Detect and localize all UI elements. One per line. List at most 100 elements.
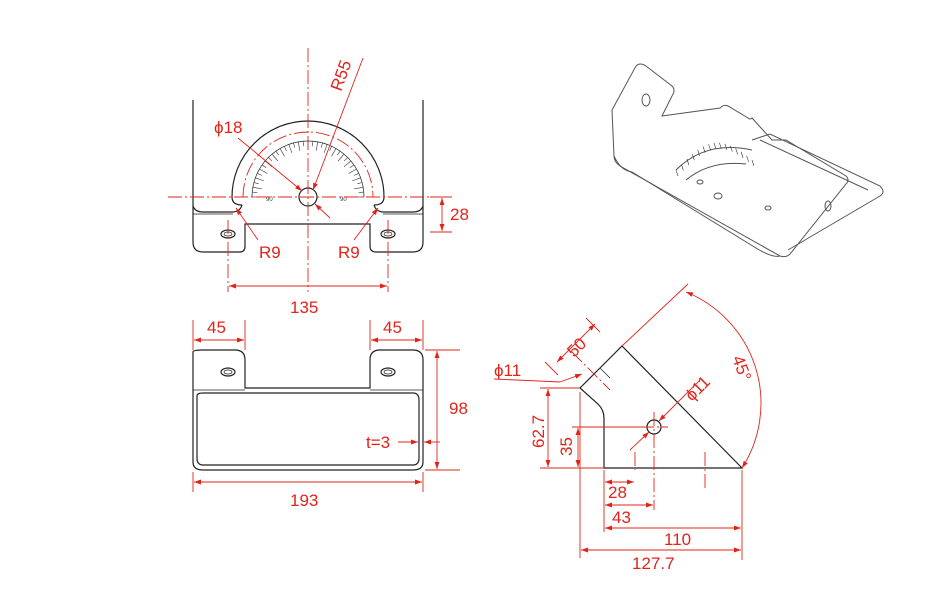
scale-tick	[293, 142, 296, 148]
iso-scale-tick	[697, 149, 700, 156]
scale-tick	[275, 150, 279, 156]
dim-t3-label: t=3	[366, 433, 390, 452]
side-view: 50 ϕ11 ϕ11 45° 62.7 35 28 43 110	[493, 283, 762, 573]
iso-hole-right	[824, 200, 832, 212]
iso-scale-tick	[719, 142, 722, 149]
scale-tick	[349, 164, 355, 168]
isometric-view	[611, 63, 884, 258]
dim-28-label: 28	[450, 205, 469, 224]
r9-left-leader	[235, 207, 259, 241]
iso-hole-center	[713, 192, 723, 200]
scale-tick	[357, 182, 363, 185]
scale-tick	[354, 187, 364, 190]
phi11-slot-leader	[493, 378, 561, 383]
scale-tick	[284, 146, 287, 151]
side-view-inner-edge	[599, 367, 611, 379]
front-view-scale-label-left: 90	[266, 197, 273, 203]
scale-tick	[312, 141, 314, 147]
r9-right-leader	[353, 207, 379, 241]
scale-tick	[253, 182, 259, 185]
front-view-outline	[192, 100, 424, 253]
iso-scale-tick	[686, 158, 690, 166]
front-view-flange-left	[192, 204, 243, 213]
scale-tick	[358, 191, 364, 193]
angle-45-label: 45°	[728, 353, 755, 384]
r9-right-label: R9	[338, 243, 360, 262]
top-view-outline	[192, 349, 424, 471]
iso-flange-right	[751, 133, 884, 251]
front-view-flange-right	[373, 204, 424, 213]
iso-scale-ticks	[675, 142, 755, 177]
phi11-slot-label: ϕ11	[494, 361, 521, 380]
iso-scale-arc	[675, 147, 753, 171]
dim-43-label: 43	[612, 508, 631, 527]
phi18-leader-2	[314, 203, 331, 219]
r9-left-label: R9	[259, 243, 281, 262]
front-view: 90 90 R55 ϕ18 R9 R9 28 135	[168, 48, 469, 317]
iso-outline	[611, 63, 849, 258]
angle-45-arc	[685, 291, 762, 469]
iso-scale-tick	[751, 159, 755, 167]
scale-tick	[348, 168, 357, 174]
dim-135-label: 135	[290, 298, 318, 317]
front-view-arc-outer-fillet-right	[373, 196, 385, 206]
top-view-slot-left	[220, 367, 236, 377]
scale-tick	[271, 153, 279, 162]
scale-tick	[252, 187, 262, 190]
top-view-inner-outline	[196, 392, 420, 466]
scale-tick	[343, 160, 352, 168]
scale-tick	[315, 141, 318, 151]
front-view-scale-label-right: 90	[340, 197, 347, 203]
front-view-arc-outer-fillet-left	[231, 196, 243, 206]
dim-127-7-label: 127.7	[632, 554, 675, 573]
phi18-label: ϕ18	[214, 118, 242, 137]
dim-45-right-label: 45	[383, 318, 402, 337]
dim-110-label: 110	[664, 530, 691, 549]
scale-tick	[268, 157, 273, 162]
scale-tick	[354, 173, 359, 176]
top-view: 45 45 98 t=3 193	[192, 318, 468, 510]
dim-45-left-label: 45	[207, 318, 226, 337]
iso-flange-right-edge	[759, 139, 869, 191]
r55-label: R55	[327, 58, 356, 94]
iso-scale-tick	[713, 142, 717, 150]
dim-50-line	[556, 323, 596, 363]
scale-tick	[343, 157, 348, 162]
iso-scale-tick	[735, 148, 738, 155]
iso-scale-arc-inner	[685, 162, 747, 181]
iso-scale-tick	[708, 144, 711, 151]
scale-tick	[352, 177, 361, 182]
scale-tick	[252, 191, 258, 193]
iso-scale-tick	[746, 155, 749, 162]
dim-193-label: 193	[290, 491, 318, 510]
dim-98-label: 98	[449, 399, 468, 418]
scale-tick	[337, 153, 345, 162]
scale-tick	[255, 177, 264, 182]
dim-62-7-label: 62.7	[529, 415, 548, 448]
dim-35-label: 35	[557, 437, 576, 456]
iso-base-front	[613, 155, 781, 257]
iso-hole-left	[641, 93, 651, 107]
scale-tick	[323, 144, 328, 153]
iso-scale-tick	[724, 143, 728, 150]
iso-scale-tick	[740, 151, 744, 158]
scale-tick	[288, 144, 293, 153]
scale-tick	[257, 173, 262, 176]
side-view-outline	[579, 345, 744, 469]
top-view-slot-right	[380, 367, 396, 377]
scale-tick	[259, 168, 268, 174]
iso-scale-tick	[681, 164, 684, 171]
iso-scale-tick	[692, 154, 695, 161]
iso-scale-tick	[675, 169, 679, 177]
scale-tick	[331, 148, 337, 157]
phi18-leader	[237, 137, 303, 192]
phi11-center-label: ϕ11	[681, 372, 714, 405]
scale-tick	[298, 141, 301, 151]
dim-50-label: 50	[563, 334, 590, 361]
scale-tick	[329, 146, 332, 151]
scale-tick	[261, 164, 267, 168]
scale-tick	[302, 141, 304, 147]
r55-leader	[312, 57, 364, 191]
dim-28b-label: 28	[608, 483, 627, 502]
